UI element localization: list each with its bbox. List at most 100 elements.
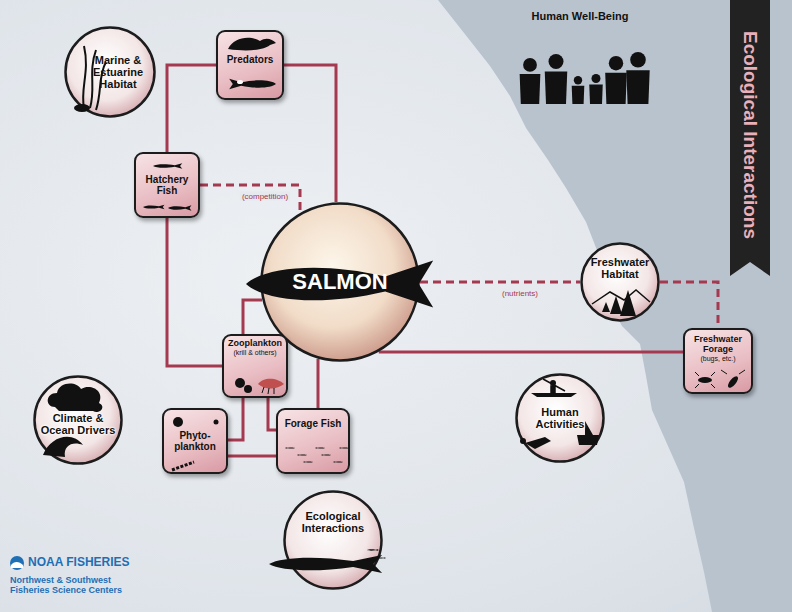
icon-part [10, 556, 24, 570]
connector-line [167, 218, 222, 366]
dashed-connector [200, 185, 300, 213]
node-label: Climate & Ocean Drivers [36, 412, 120, 436]
node-shape [218, 32, 282, 98]
icon-part [246, 260, 433, 307]
icon-part [258, 379, 284, 389]
icon-part [303, 461, 313, 463]
icon-part [285, 492, 382, 589]
topic-circle: Ecological Interactions [283, 490, 383, 590]
icon-part [262, 387, 274, 394]
icon-part [43, 437, 83, 457]
icon-part [605, 73, 627, 104]
process-box: Hatchery Fish [134, 152, 200, 218]
node-label: Phyto- plankton [170, 430, 220, 452]
connector-line [228, 398, 243, 440]
node-label: Predators [227, 54, 274, 65]
icon-part [339, 447, 349, 449]
connector-line [228, 455, 276, 458]
icon-part [592, 74, 601, 83]
icon-part [589, 85, 603, 105]
icon-part [153, 163, 182, 168]
node-label: Freshwater Forage [686, 335, 750, 355]
connector-line [379, 351, 683, 354]
logo-text: NOAA FISHERIES [28, 556, 130, 569]
topic-circle: Human Activities [515, 373, 605, 463]
edge-label: (nutrients) [500, 289, 540, 298]
node-label: Zooplankton [228, 339, 282, 349]
connector-line [243, 300, 262, 334]
node-label: Forage Fish [285, 418, 342, 429]
icon-part [698, 377, 712, 383]
icon-part [315, 447, 325, 449]
node-label: Marine & Estuarine Habitat [86, 54, 150, 90]
icon-part [244, 385, 252, 393]
icon-part [297, 454, 307, 456]
topic-circle: Marine & Estuarine Habitat [64, 26, 156, 118]
node-label: Human Activities [520, 406, 600, 430]
node-shape [508, 10, 652, 107]
process-box: Zooplankton(krill & others) [222, 334, 288, 398]
icon-part [74, 104, 90, 112]
icon-part [520, 74, 541, 104]
icon-part [367, 549, 379, 551]
icon-part [543, 379, 565, 393]
icon-part [517, 375, 604, 462]
icon-part [572, 86, 585, 104]
icon-part [168, 205, 191, 210]
credit-text: Northwest & Southwest Fisheries Science … [10, 576, 150, 596]
icon-part [333, 461, 343, 463]
node-label: Freshwater Habitat [586, 256, 654, 280]
icon-part [721, 370, 745, 374]
dashed-connector [660, 282, 718, 328]
icon-part [228, 38, 276, 51]
noaa-logo [10, 556, 24, 570]
icon-part [173, 417, 183, 427]
icon-part [609, 56, 623, 70]
node-shape [283, 490, 383, 590]
icon-part [549, 54, 564, 69]
icon-part [592, 290, 650, 304]
icon-part [602, 290, 636, 316]
connector-line [317, 359, 320, 408]
icon-part [376, 557, 386, 559]
connector-line [167, 65, 216, 152]
icon-part [525, 437, 551, 449]
icon-part [143, 205, 164, 210]
icon-part [520, 438, 526, 444]
topic-circle: Climate & Ocean Drivers [33, 375, 123, 465]
topic-circle: Freshwater Habitat [580, 242, 660, 322]
node-note: (bugs, etc.) [700, 355, 735, 363]
node-label: Hatchery Fish [139, 174, 195, 196]
icon-part [726, 375, 740, 390]
connector-line [268, 398, 276, 430]
process-box: Phyto- plankton [162, 408, 228, 474]
icon-part [172, 462, 194, 470]
icon-part [523, 58, 537, 72]
icon-part [11, 562, 23, 568]
icon-part [48, 383, 103, 412]
icon-part [66, 28, 155, 117]
node-shape [580, 242, 660, 322]
title-text: Ecological Interactions [736, 0, 764, 270]
process-box: Predators [216, 30, 284, 100]
icon-part [214, 420, 219, 425]
icon-part [235, 378, 245, 388]
dashed-connector [420, 281, 580, 284]
icon-part [630, 52, 646, 68]
coastline-land [438, 0, 792, 612]
icon-part [545, 72, 568, 105]
icon-part [237, 80, 243, 84]
icon-node: Human Well-Being [508, 10, 652, 107]
node-label: SALMON [292, 270, 387, 294]
icon-part [574, 76, 582, 84]
icon-part [695, 372, 715, 388]
node-label: Human Well-Being [532, 10, 629, 22]
icon-part [269, 555, 382, 573]
edge-label: (competition) [240, 192, 290, 201]
connector-line [284, 65, 336, 202]
icon-part [321, 454, 331, 456]
title-band [730, 0, 770, 276]
node-note: (krill & others) [233, 349, 276, 357]
icon-part [229, 79, 276, 90]
